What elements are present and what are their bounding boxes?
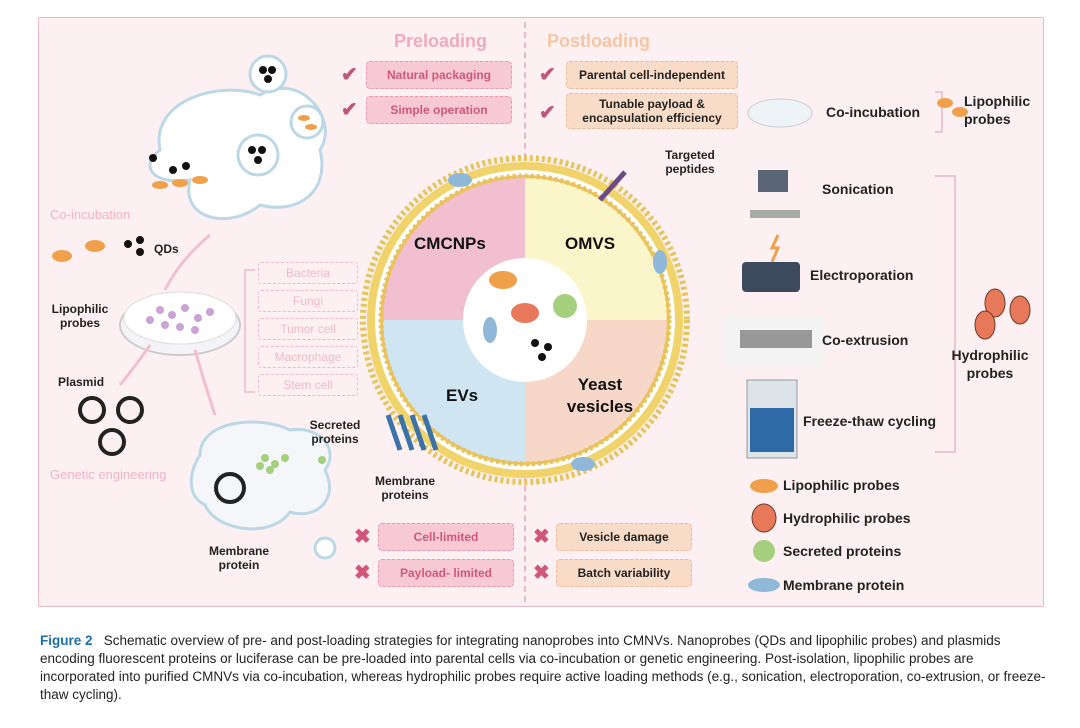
cell-source-tumor: Tumor cell [258,318,358,340]
check-icon: ✔ [341,64,358,86]
cell-source-macrophage: Macrophage [258,346,358,368]
cross-icon: ✖ [354,526,371,548]
sonicator-icon [758,170,788,192]
check-icon: ✔ [539,64,556,86]
plasmid-label: Plasmid [58,375,105,389]
vesicle-qd [236,133,280,177]
pro-simple-operation: Simple operation [366,96,512,124]
legend-lipophilic: Lipophilic probes [783,477,900,493]
legend-secreted: Secreted proteins [783,543,902,559]
diagram-graphics [52,54,1031,592]
cross-icon: ✖ [354,562,371,584]
vesicle-qd [248,54,288,94]
co-incubation-right-label: Co-incubation [826,104,921,120]
figure-caption: Figure 2 Schematic overview of pre- and … [40,632,1050,704]
method-sonication: Sonication [822,181,894,197]
method-electroporation: Electroporation [810,267,914,283]
preloading-header: Preloading [394,31,488,51]
con-cell-limited: Cell-limited [378,523,514,551]
co-incubation-label: Co-incubation [50,207,131,222]
con-vesicle-damage: Vesicle damage [556,523,692,551]
qds-label: QDs [154,242,179,256]
lipophilic-probes-right-label: Lipophilic probes [964,93,1031,127]
pro-parental-independent: Parental cell-independent [566,61,738,89]
cell-source-fungi: Fungi [258,290,358,312]
postloading-header: Postloading [547,31,650,51]
hydrophilic-probes-right-label: Hydrophilic probes [951,347,1029,381]
caption-text: Schematic overview of pre- and post-load… [40,633,1046,702]
cross-icon: ✖ [533,562,550,584]
secreted-proteins-label: Secreted proteins [309,418,361,446]
legend-membrane: Membrane protein [783,577,905,593]
pro-natural-packaging: Natural packaging [366,61,512,89]
plasmid-icon [116,396,144,424]
lightning-icon [769,234,781,263]
membrane-proteins-label: Membrane proteins [374,474,436,502]
cross-icon: ✖ [533,526,550,548]
plasmid-icon [78,396,106,424]
quadrant-omvs: OMVS [565,234,616,253]
quadrant-cmcnps: CMCNPs [414,234,486,253]
lipophilic-probes-label: Lipophilic probes [51,302,109,330]
vesicle-lipophilic [289,104,325,140]
legend-hydrophilic: Hydrophilic probes [783,510,911,526]
caption-label: Figure 2 [40,633,93,648]
method-co-extrusion: Co-extrusion [822,332,909,348]
method-freeze-thaw: Freeze-thaw cycling [803,413,937,429]
cell-source-stem: Stem cell [258,374,358,396]
membrane-protein-label: Membrane protein [208,544,270,572]
check-icon: ✔ [539,102,556,124]
con-batch-variability: Batch variability [556,559,692,587]
cmnv-vesicle [360,155,690,485]
con-payload-limited: Payload- limited [378,559,514,587]
plasmid-icon [98,428,126,456]
genetic-engineering-label: Genetic engineering [50,467,167,482]
cell-source-bacteria: Bacteria [258,262,358,284]
quadrant-evs: EVs [446,386,479,405]
pro-tunable-payload: Tunable payload & encapsulation efficien… [566,93,738,129]
check-icon: ✔ [341,99,358,121]
targeted-peptides-label: Targeted peptides [665,148,715,176]
quadrant-yeast: Yeast vesicles [566,375,634,416]
electroporator-icon [742,262,800,292]
